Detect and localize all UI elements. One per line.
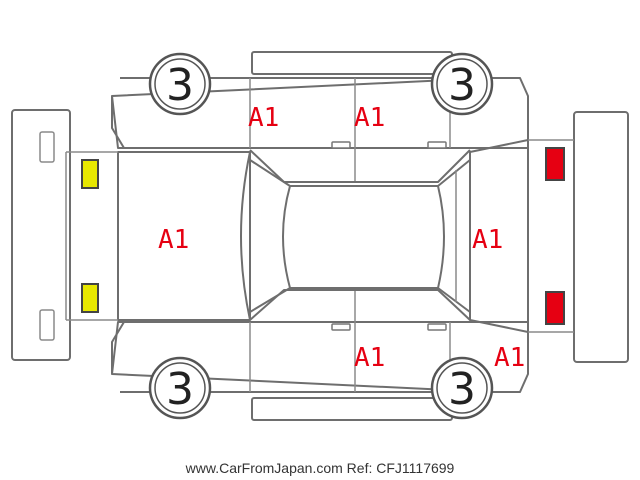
wheel-grade-label: 3: [448, 364, 476, 415]
side-profile-bottom: [111, 289, 529, 393]
top-view-body: [65, 139, 574, 333]
front-lamp-bottom: [81, 283, 99, 313]
wheel-grade-label: 3: [166, 60, 194, 111]
wheel-grade-label: 3: [166, 364, 194, 415]
damage-rear-door-top: A1: [354, 103, 385, 133]
wheel-front-bottom: 3: [148, 356, 212, 420]
rear-bumper: [573, 111, 629, 363]
wheel-front-top: 3: [148, 52, 212, 116]
wheel-rear-bottom: 3: [430, 356, 494, 420]
front-bumper: [11, 109, 71, 361]
top-rail: [251, 51, 453, 75]
watermark: www.CarFromJapan.com Ref: CFJ1117699: [185, 460, 455, 476]
front-lamp-top: [81, 159, 99, 189]
bottom-rail: [251, 397, 453, 421]
damage-hood: A1: [158, 225, 189, 255]
damage-front-door-top: A1: [248, 103, 279, 133]
wheel-rear-top: 3: [430, 52, 494, 116]
damage-rear-quarter-bottom: A1: [494, 343, 525, 373]
rear-lamp-bottom: [545, 291, 565, 325]
damage-rear-door-bottom: A1: [354, 343, 385, 373]
wheel-grade-label: 3: [448, 60, 476, 111]
damage-trunk: A1: [472, 225, 503, 255]
rear-lamp-top: [545, 147, 565, 181]
